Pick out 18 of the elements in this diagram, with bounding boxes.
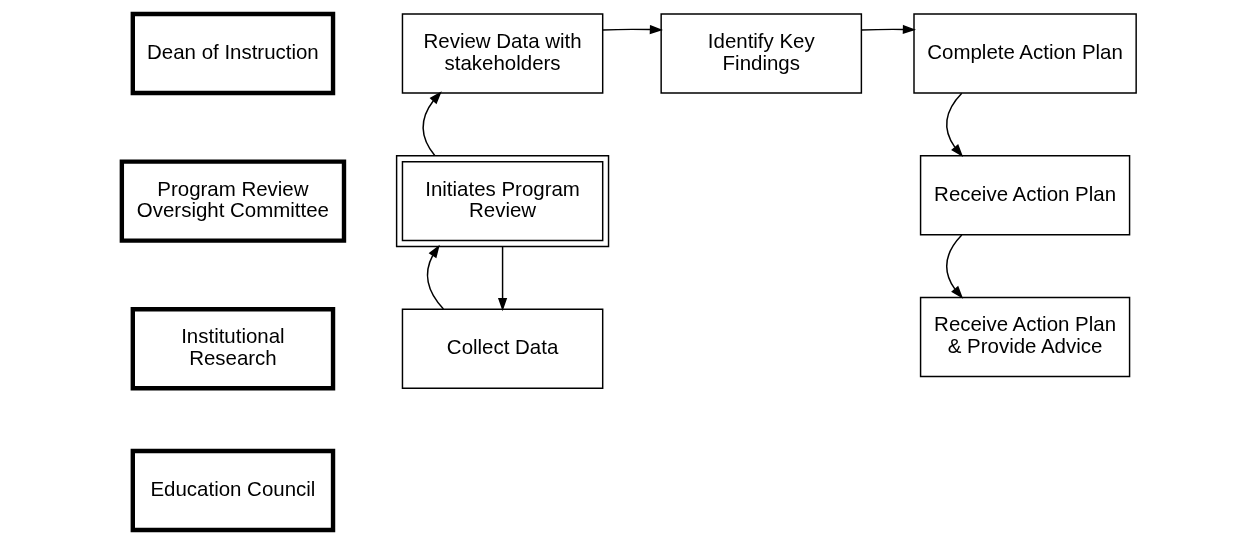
arrow (421, 91, 442, 157)
arrow (601, 25, 663, 35)
node-box: Initiates Program Review (395, 155, 609, 248)
node-box: Education Council (130, 448, 335, 533)
node-box: Collect Data (401, 308, 603, 389)
node-box: Receive Action Plan & Provide Advice (919, 296, 1130, 378)
node-box: Dean of Instruction (130, 11, 335, 96)
node-box: Identify Key Findings (659, 13, 862, 94)
arrow (497, 245, 507, 312)
node-box: Receive Action Plan (919, 155, 1130, 236)
node-box: Institutional Research (130, 307, 335, 391)
arrow (945, 92, 963, 158)
arrow (426, 244, 444, 310)
node-box: Complete Action Plan (912, 13, 1137, 94)
arrow (945, 234, 963, 299)
node-box: Program Review Oversight Committee (119, 159, 346, 243)
arrow (860, 24, 916, 35)
node-box: Review Data with stakeholders (401, 13, 603, 94)
